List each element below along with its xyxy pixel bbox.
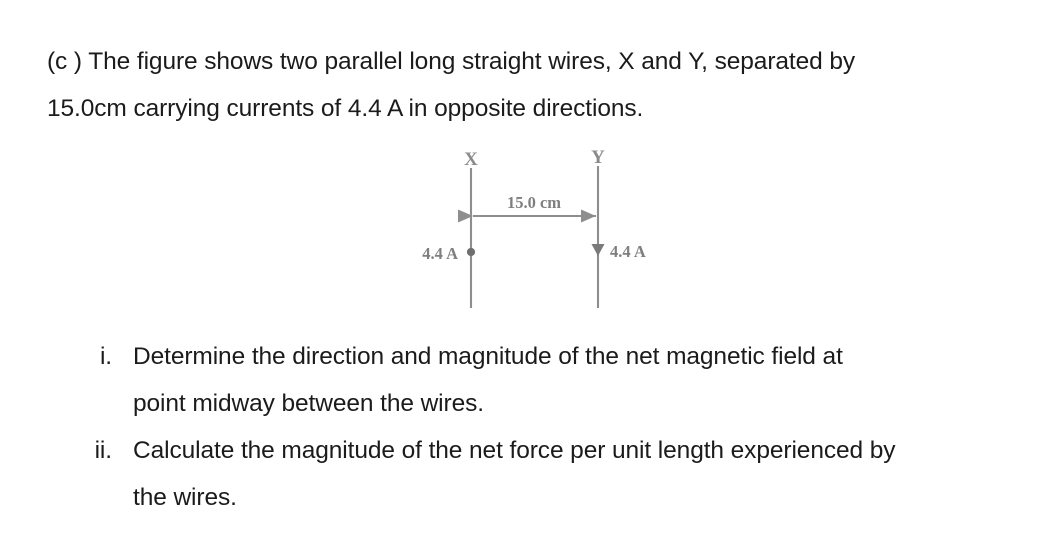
- wire-x-label: X: [464, 149, 478, 170]
- wire-y-label: Y: [591, 147, 605, 168]
- list-item: i. Determine the direction and magnitude…: [47, 333, 1047, 427]
- subquestion-marker-i: i.: [99, 343, 112, 370]
- separation-distance-label: 15.0 cm: [507, 193, 561, 212]
- subquestion-ii-line-2: the wires.: [133, 484, 237, 511]
- current-out-of-page-dot-icon: [466, 247, 476, 257]
- parallel-wires-figure: X Y 15.0 cm 4.4 A 4.4 A: [380, 140, 680, 325]
- figure-svg: X Y 15.0 cm 4.4 A 4.4 A: [422, 147, 646, 308]
- wire-x-current-label: 4.4 A: [422, 244, 458, 263]
- subquestion-body-i: Determine the direction and magnitude of…: [133, 333, 1047, 427]
- list-item: ii. Calculate the magnitude of the net f…: [47, 427, 1047, 521]
- intro-line-2: 15.0cm carrying currents of 4.4 A in opp…: [47, 95, 644, 122]
- question-intro-paragraph: (c ) The figure shows two parallel long …: [47, 38, 1015, 132]
- subquestion-marker-ii: ii.: [94, 437, 113, 464]
- subquestion-ii-line-1: Calculate the magnitude of the net force…: [133, 437, 896, 464]
- intro-line-1: (c ) The figure shows two parallel long …: [47, 48, 856, 75]
- current-down-arrow-icon: [591, 244, 605, 256]
- subquestion-list: i. Determine the direction and magnitude…: [47, 333, 1047, 521]
- subquestion-body-ii: Calculate the magnitude of the net force…: [133, 427, 1047, 521]
- subquestion-i-line-1: Determine the direction and magnitude of…: [133, 343, 843, 370]
- subquestion-i-line-2: point midway between the wires.: [133, 390, 484, 417]
- wire-y-current-label: 4.4 A: [610, 242, 646, 261]
